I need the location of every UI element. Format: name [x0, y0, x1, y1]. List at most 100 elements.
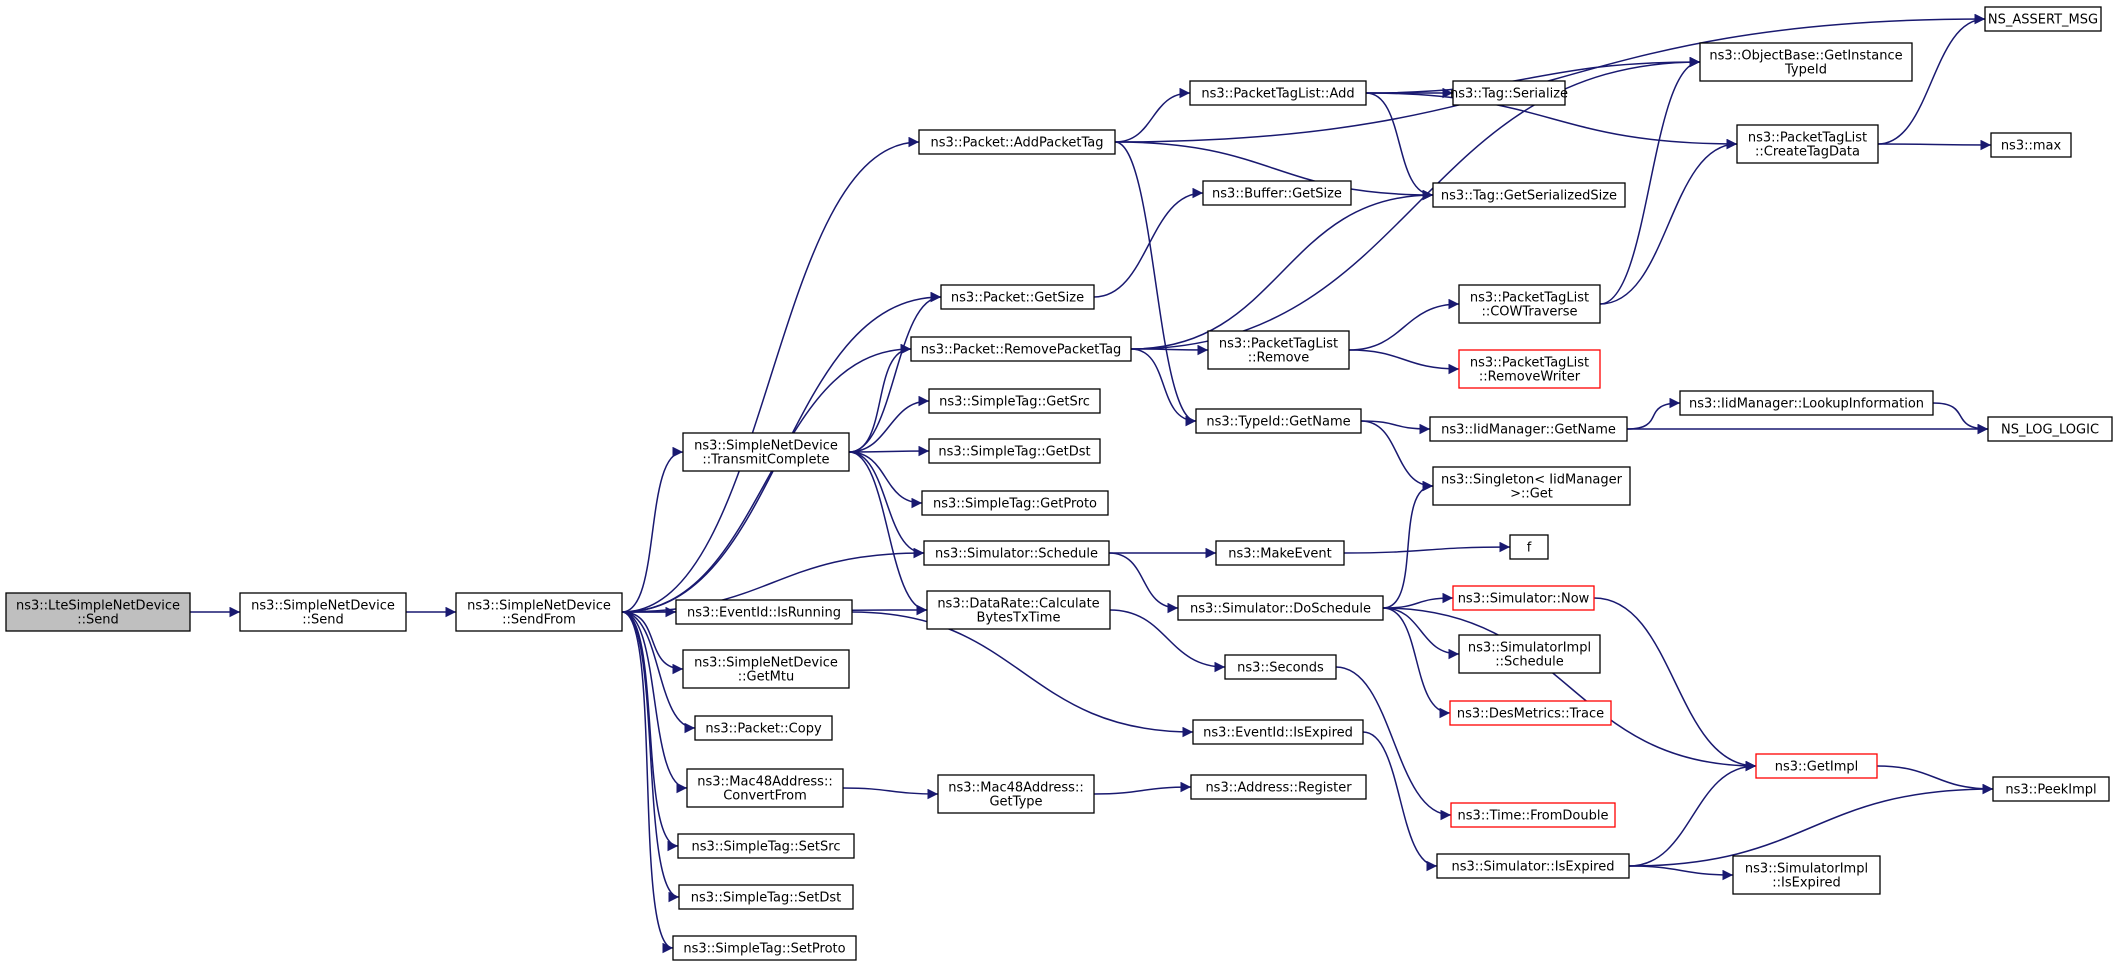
node-ns3-tag-getserializedsize[interactable]: ns3::Tag::GetSerializedSize: [1432, 182, 1626, 208]
node-box: [1436, 853, 1630, 879]
node-ns3-buffer-getsize[interactable]: ns3::Buffer::GetSize: [1202, 180, 1352, 206]
node-ns3-packettaglist-createtagdata[interactable]: ns3::PacketTagList::CreateTagData: [1736, 124, 1879, 164]
call-edge-n22-to-n14: [848, 343, 912, 453]
node-label: ns3::Simulator::Now: [1458, 592, 1590, 607]
node-label: >::Get: [1510, 487, 1553, 502]
node-ns3-packet-copy[interactable]: ns3::Packet::Copy: [694, 715, 833, 741]
node-box: [1450, 802, 1616, 828]
node-ns3-singleton-iidmanager-get[interactable]: ns3::Singleton< IidManager >::Get: [1432, 466, 1631, 506]
node-box: [1207, 330, 1350, 370]
node-label: ns3::Simulator::Schedule: [935, 547, 1098, 562]
call-edge-n46-to-n40: [1628, 783, 1994, 867]
edges-layer: [190, 13, 1994, 954]
call-edge-n26-to-n31: [1108, 552, 1179, 614]
node-box: [1458, 634, 1601, 674]
node-ns3-iidmanager-getname[interactable]: ns3::IidManager::GetName: [1429, 416, 1628, 442]
node-ns3-simulatorimpl-isexpired[interactable]: ns3::SimulatorImpl::IsExpired: [1732, 855, 1881, 895]
call-edge-n18-to-n24: [1360, 420, 1434, 492]
node-ns-assert-msg[interactable]: NS_ASSERT_MSG: [1984, 6, 2102, 32]
call-edge-n42-to-n43: [1093, 781, 1192, 795]
node-ns3-time-fromdouble[interactable]: ns3::Time::FromDouble: [1450, 802, 1616, 828]
node-ns3-simplenetdevice-transmitcomplete[interactable]: ns3::SimpleNetDevice::TransmitComplete: [682, 432, 850, 472]
node-ns3-simplenetdevice-getmtu[interactable]: ns3::SimpleNetDevice::GetMtu: [682, 649, 850, 689]
nodes-layer: ns3::LteSimpleNetDevice::Sendns3::Simple…: [5, 6, 2113, 961]
node-box: [682, 649, 850, 689]
node-ns3-tag-serialize[interactable]: ns3::Tag::Serialize: [1450, 80, 1568, 106]
node-box: [686, 768, 844, 808]
node-ns3-simulator-isexpired[interactable]: ns3::Simulator::IsExpired: [1436, 853, 1630, 879]
node-ns3-simulatorimpl-schedule[interactable]: ns3::SimulatorImpl::Schedule: [1458, 634, 1601, 674]
node-label: ns3::SimpleTag::SetDst: [691, 891, 841, 906]
node-ns3-mac48address-gettype[interactable]: ns3::Mac48Address::GetType: [937, 774, 1095, 814]
node-label: ConvertFrom: [723, 789, 807, 804]
call-edge-n14-to-n15: [1130, 344, 1209, 356]
node-ns3-packettaglist-removewriter[interactable]: ns3::PacketTagList::RemoveWriter: [1458, 349, 1601, 389]
node-label: ns3::max: [2001, 139, 2062, 154]
node-ns3-packettaglist-cowtraverse[interactable]: ns3::PacketTagList::COWTraverse: [1458, 284, 1601, 324]
node-label: ns3::SimpleNetDevice: [694, 439, 838, 454]
node-label: ns3::PacketTagList: [1470, 356, 1589, 371]
node-ns3-eventid-isrunning[interactable]: ns3::EventId::IsRunning: [675, 599, 853, 625]
node-box: [5, 592, 191, 632]
node-ns3-peekimpl[interactable]: ns3::PeekImpl: [1992, 776, 2110, 802]
node-ns3-simpletag-getdst[interactable]: ns3::SimpleTag::GetDst: [928, 438, 1101, 464]
call-edge-n46-to-n47: [1628, 865, 1734, 881]
node-label: ns3::EventId::IsExpired: [1203, 726, 1353, 741]
call-edge-n2-to-n3: [621, 136, 920, 613]
node-ns3-simulator-doschedule[interactable]: ns3::Simulator::DoSchedule: [1177, 595, 1384, 621]
node-ns3-simpletag-getsrc[interactable]: ns3::SimpleTag::GetSrc: [928, 388, 1101, 414]
node-ns3-makeevent[interactable]: ns3::MakeEvent: [1215, 540, 1345, 566]
call-edge-n31-to-n39: [1382, 607, 1757, 772]
node-ns3-desmetrics-trace[interactable]: ns3::DesMetrics::Trace: [1449, 700, 1612, 726]
node-label: ::Send: [302, 613, 344, 628]
node-ns3-simplenetdevice-sendfrom[interactable]: ns3::SimpleNetDevice::SendFrom: [455, 592, 623, 632]
call-edge-n2-to-n48: [621, 611, 680, 903]
node-ns3-packettaglist-add[interactable]: ns3::PacketTagList::Add: [1189, 80, 1367, 106]
node-label: ns3::Seconds: [1237, 661, 1324, 676]
node-ns3-packettaglist-remove[interactable]: ns3::PacketTagList::Remove: [1207, 330, 1350, 370]
node-ns3-typeid-getname[interactable]: ns3::TypeId::GetName: [1195, 408, 1362, 434]
node-ns3-eventid-isexpired[interactable]: ns3::EventId::IsExpired: [1192, 719, 1364, 745]
node-ns3-iidmanager-lookupinformation[interactable]: ns3::IidManager::LookupInformation: [1679, 390, 1934, 416]
node-box: [1432, 466, 1631, 506]
node-label: ns3::Singleton< IidManager: [1441, 473, 1623, 488]
call-edge-n8-to-n9: [1877, 139, 1992, 151]
call-edge-n2-to-n41: [621, 611, 688, 794]
call-edge-n41-to-n42: [842, 787, 939, 800]
node-ns3-simplenetdevice-send[interactable]: ns3::SimpleNetDevice::Send: [239, 592, 407, 632]
call-edge-n22-to-n17: [848, 395, 930, 453]
call-edge-n31-to-n36: [1382, 607, 1451, 719]
node-ns3-simpletag-setdst[interactable]: ns3::SimpleTag::SetDst: [678, 884, 854, 910]
node-box: [921, 490, 1109, 516]
node-box: [1736, 124, 1879, 164]
node-ns3-packet-addpackettag[interactable]: ns3::Packet::AddPacketTag: [918, 129, 1116, 155]
call-edge-n31-to-n24: [1382, 480, 1434, 609]
node-label: ns3::PeekImpl: [2005, 783, 2096, 798]
node-ns3-mac48address-convertfrom[interactable]: ns3::Mac48Address::ConvertFrom: [686, 768, 844, 808]
node-ns3-address-register[interactable]: ns3::Address::Register: [1190, 774, 1367, 800]
node-ns3-simulator-now[interactable]: ns3::Simulator::Now: [1452, 585, 1595, 611]
node-box: [1195, 408, 1362, 434]
node-box: [1458, 349, 1601, 389]
call-edge-n22-to-n23: [848, 445, 930, 457]
call-edge-n35-to-n44: [1335, 666, 1452, 821]
node-ns3-ltesimplenetdevice-send[interactable]: ns3::LteSimpleNetDevice::Send: [5, 592, 191, 632]
call-edge-n13-to-n6: [1599, 56, 1701, 305]
node-ns3-simpletag-setproto[interactable]: ns3::SimpleTag::SetProto: [672, 935, 857, 961]
call-edge-n3-to-n4: [1114, 87, 1191, 143]
node-ns3-packet-removepackettag[interactable]: ns3::Packet::RemovePacketTag: [910, 336, 1132, 362]
node-ns3-simpletag-setsrc[interactable]: ns3::SimpleTag::SetSrc: [677, 833, 855, 859]
node-box: [694, 715, 833, 741]
node-f[interactable]: f: [1509, 534, 1549, 560]
node-box: [1177, 595, 1384, 621]
node-ns3-simpletag-getproto[interactable]: ns3::SimpleTag::GetProto: [921, 490, 1109, 516]
node-ns3-getimpl[interactable]: ns3::GetImpl: [1755, 753, 1878, 779]
node-ns-log-logic[interactable]: NS_LOG_LOGIC: [1987, 416, 2113, 442]
node-ns3-simulator-schedule[interactable]: ns3::Simulator::Schedule: [923, 540, 1110, 566]
node-ns3-seconds[interactable]: ns3::Seconds: [1224, 654, 1337, 680]
node-box: [1449, 700, 1612, 726]
node-ns3-max[interactable]: ns3::max: [1990, 132, 2072, 158]
node-ns3-packet-getsize[interactable]: ns3::Packet::GetSize: [940, 284, 1095, 310]
